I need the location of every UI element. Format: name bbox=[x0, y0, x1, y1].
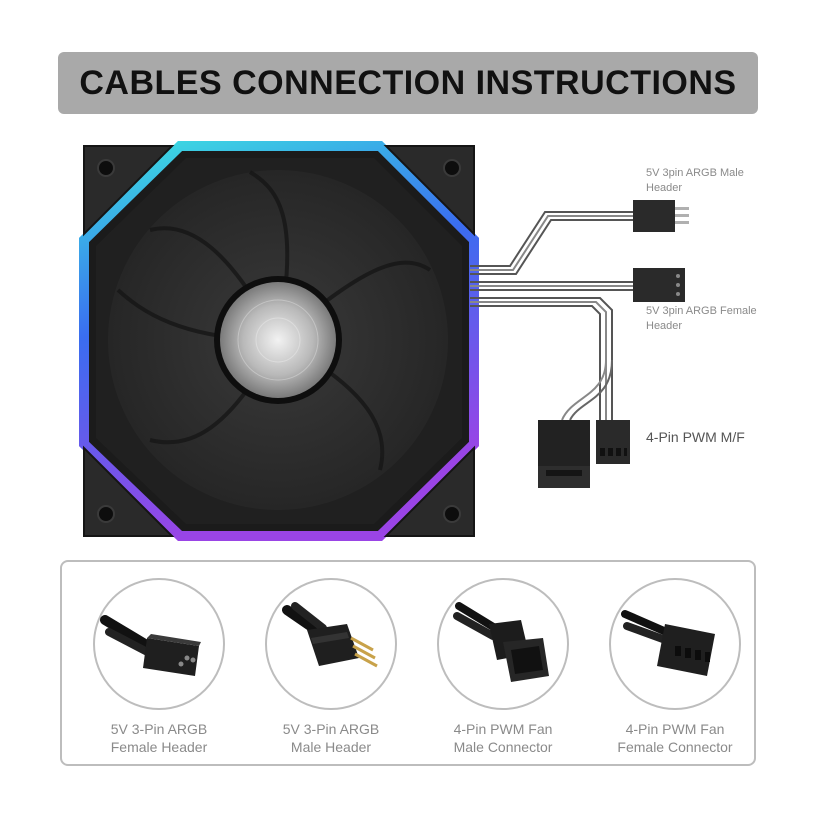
argb-female-label: 5V 3pin ARGB Female Header bbox=[646, 304, 757, 334]
connector-circle bbox=[437, 578, 569, 710]
connector-item-pwm-male: 4-Pin PWM Fan Male Connector bbox=[428, 578, 578, 756]
connector-item-argb-male: 5V 3-Pin ARGB Male Header bbox=[256, 578, 406, 756]
pwm-female-connector-icon bbox=[596, 420, 630, 464]
connector-caption-line1: 5V 3-Pin ARGB bbox=[282, 721, 380, 737]
connector-circle bbox=[93, 578, 225, 710]
connector-caption-line2: Female Header bbox=[110, 739, 208, 755]
connector-caption: 4-Pin PWM Fan Male Connector bbox=[428, 720, 578, 756]
pwm-female-connector-icon bbox=[621, 610, 715, 676]
page-title: CABLES CONNECTION INSTRUCTIONS bbox=[79, 63, 737, 102]
argb-female-label-line2: Header bbox=[646, 320, 683, 332]
connector-caption-line1: 4-Pin PWM Fan bbox=[625, 721, 725, 737]
connector-caption-line2: Female Connector bbox=[617, 739, 733, 755]
pwm-male-connector-icon bbox=[453, 602, 549, 682]
argb-male-header-icon bbox=[633, 200, 689, 232]
argb-male-label: 5V 3pin ARGB Male Header bbox=[646, 166, 744, 196]
connector-caption: 5V 3-Pin ARGB Male Header bbox=[256, 720, 406, 756]
pwm-male-connector-icon bbox=[538, 420, 590, 488]
connector-caption: 5V 3-Pin ARGB Female Header bbox=[84, 720, 234, 756]
cable-bundle bbox=[470, 211, 635, 421]
cable-diagram bbox=[79, 141, 689, 541]
argb-female-connector-icon bbox=[100, 615, 201, 676]
connector-caption: 4-Pin PWM Fan Female Connector bbox=[600, 720, 750, 756]
title-bar: CABLES CONNECTION INSTRUCTIONS bbox=[58, 52, 758, 114]
argb-female-header-icon bbox=[633, 268, 685, 302]
connector-caption-line2: Male Header bbox=[290, 739, 372, 755]
connector-caption-line1: 4-Pin PWM Fan bbox=[453, 721, 553, 737]
connector-caption-line1: 5V 3-Pin ARGB bbox=[110, 721, 208, 737]
connector-item-pwm-female: 4-Pin PWM Fan Female Connector bbox=[600, 578, 750, 756]
connectors-panel: 5V 3-Pin ARGB Female Header 5V 3-Pin ARG… bbox=[60, 560, 756, 766]
connector-circle bbox=[609, 578, 741, 710]
argb-male-label-line1: 5V 3pin ARGB Male bbox=[646, 167, 744, 179]
fan-icon bbox=[79, 141, 479, 541]
argb-male-connector-icon bbox=[282, 602, 378, 668]
argb-female-label-line1: 5V 3pin ARGB Female bbox=[646, 305, 757, 317]
connector-circle bbox=[265, 578, 397, 710]
argb-male-label-line2: Header bbox=[646, 182, 683, 194]
connector-item-argb-female: 5V 3-Pin ARGB Female Header bbox=[84, 578, 234, 756]
connector-caption-line2: Male Connector bbox=[453, 739, 553, 755]
pwm-label: 4-Pin PWM M/F bbox=[646, 429, 745, 445]
